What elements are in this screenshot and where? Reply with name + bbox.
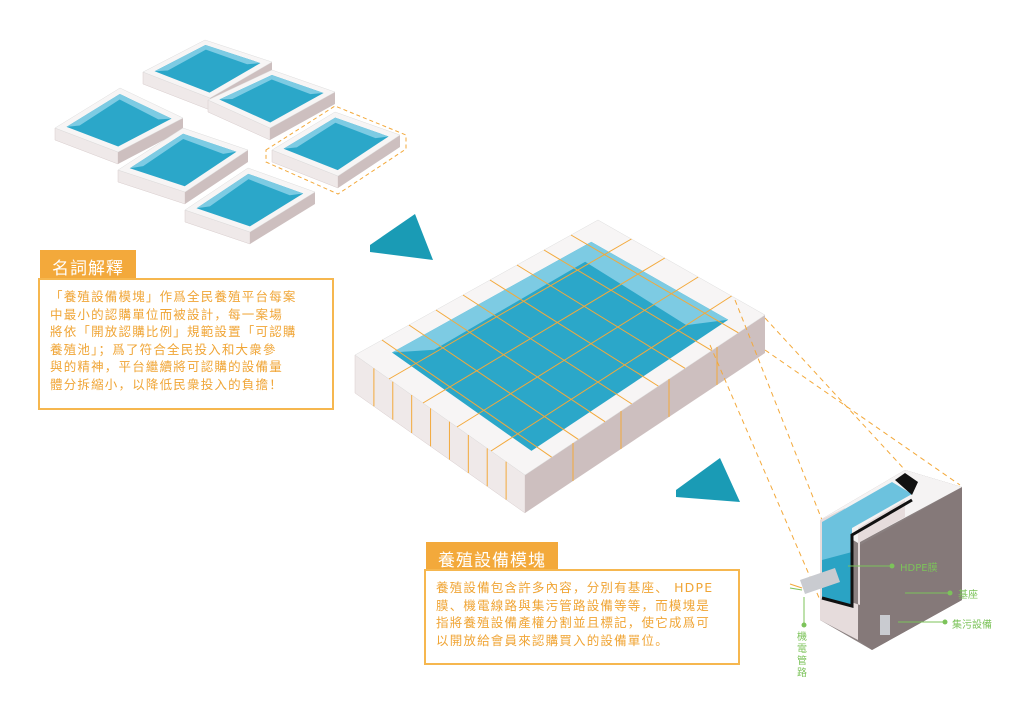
wire — [789, 583, 803, 589]
module-box: 養殖設備包含許多內容，分別有基座、 HDPE 膜、機電線路與集污管路設備等等，而模… — [424, 569, 740, 665]
leader-dot — [942, 619, 948, 625]
grid-line — [489, 279, 659, 387]
module-base-side — [858, 487, 962, 650]
hdpe-membrane — [821, 498, 913, 608]
grid-line — [408, 324, 579, 440]
sewage-pipe — [880, 615, 890, 635]
projection-line — [709, 344, 821, 601]
small-pool-5-water-wall — [283, 117, 389, 149]
text-line: 養殖池」；爲了符合全民投入和大衆參 — [50, 341, 277, 357]
grid-line — [456, 276, 699, 428]
text-line: 指將養殖設備產權分割並且標記，使它成爲可 — [436, 615, 711, 630]
projection-line — [764, 349, 961, 486]
grid-line — [516, 264, 686, 369]
label-sewage: 集污設備 — [952, 620, 992, 631]
hdpe-membrane-top — [895, 473, 918, 495]
small-pool-1-water-wall — [154, 45, 261, 72]
definition-box: 「養殖設備模塊」作爲全民養殖平台每案中最小的認購單位而被設計，每一案場將依「開放… — [38, 278, 334, 410]
text-line: 中最小的認購單位而被設計，每一案場 — [50, 306, 283, 322]
wire — [789, 587, 803, 591]
small-pool-6-water-wall — [196, 173, 304, 209]
projection-line — [734, 299, 823, 521]
small-pool-5-side-right — [338, 135, 400, 188]
label-base: 基座 — [958, 590, 978, 601]
text-line: 養殖設備包含許多內容，分別有基座、 HDPE — [436, 580, 714, 595]
grid-line — [570, 234, 739, 334]
text-line: 膜、機電線路與集污管路設備等等，而模塊是 — [436, 597, 711, 613]
grid-line — [490, 295, 732, 452]
arrow-triangle-1 — [370, 214, 433, 260]
grid-line — [381, 339, 552, 458]
small-pool-2-side-right — [118, 118, 183, 164]
leader-dot — [801, 622, 807, 628]
text-line: 將依「開放認購比例」規範設置「可認購 — [50, 324, 297, 339]
projection-line — [764, 317, 906, 471]
definition-title: 名詞解釋 — [40, 250, 136, 283]
small-pool-2-water-wall — [66, 94, 172, 127]
leader-dot — [947, 590, 953, 596]
grid-line — [462, 294, 632, 405]
small-pool-3-side-right — [270, 92, 335, 140]
grid-line — [543, 249, 712, 351]
grid-line — [422, 257, 666, 404]
small-pool-4-water-wall — [129, 133, 237, 169]
text-line: 與的精神，平台繼續將可認購的設備量 — [50, 359, 283, 374]
label-hdpe: HDPE膜 — [900, 563, 938, 574]
small-pool-5-selection — [265, 105, 407, 195]
text-line: 「養殖設備模塊」作爲全民養殖平台每案 — [50, 289, 297, 304]
large-pool-water-wall — [392, 241, 729, 353]
small-pool-3-water-wall — [219, 74, 324, 100]
text-line: 以開放給會員來認購買入的設備單位。 — [436, 632, 669, 648]
label-electric: 機電管路 — [797, 632, 807, 679]
electric-pipe — [800, 568, 840, 594]
large-pool-side-right — [525, 315, 765, 513]
grid-line — [388, 238, 632, 380]
arrow-triangle-2 — [676, 458, 740, 502]
text-line: 體分拆縮小，以降低民衆投入的負擔！ — [50, 376, 283, 392]
small-pool-6-side-right — [250, 192, 315, 244]
leader-dot — [889, 563, 895, 569]
small-pool-4-side-right — [185, 150, 248, 204]
grid-line — [435, 309, 606, 423]
